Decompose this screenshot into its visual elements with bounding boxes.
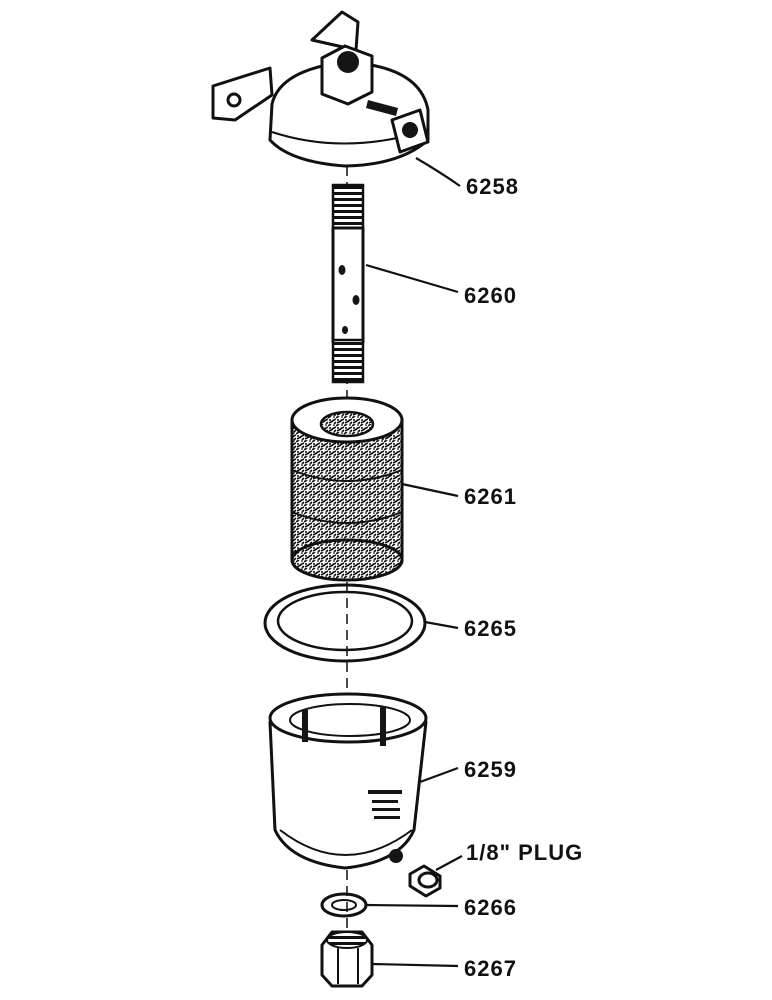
nut-part-6267 bbox=[320, 930, 374, 988]
filter-bowl-part-6259 bbox=[268, 692, 428, 870]
leader-6259 bbox=[419, 766, 459, 784]
callout-6261: 6261 bbox=[464, 484, 517, 509]
callout-6258: 6258 bbox=[466, 174, 519, 199]
leader-6260 bbox=[365, 263, 459, 294]
leader-6265 bbox=[424, 620, 459, 630]
filter-head-part-6258 bbox=[211, 10, 430, 168]
leader-6261 bbox=[401, 482, 459, 498]
callout-6266: 6266 bbox=[464, 895, 517, 920]
center-stud-part-6260 bbox=[331, 183, 365, 384]
callout-6260: 6260 bbox=[464, 283, 517, 308]
leader-6258 bbox=[415, 157, 461, 187]
callout-6265: 6265 bbox=[464, 616, 517, 641]
leader-plug bbox=[435, 855, 463, 871]
washer-part-6266 bbox=[320, 892, 368, 918]
leader-6267 bbox=[371, 962, 459, 968]
gasket-ring-part-6265 bbox=[263, 583, 427, 663]
leader-6266 bbox=[365, 903, 459, 908]
drain-plug-part bbox=[408, 864, 442, 898]
callout-plug: 1/8" PLUG bbox=[466, 840, 583, 865]
filter-element-part-6261 bbox=[290, 396, 404, 582]
callout-6259: 6259 bbox=[464, 757, 517, 782]
callout-6267: 6267 bbox=[464, 956, 517, 981]
